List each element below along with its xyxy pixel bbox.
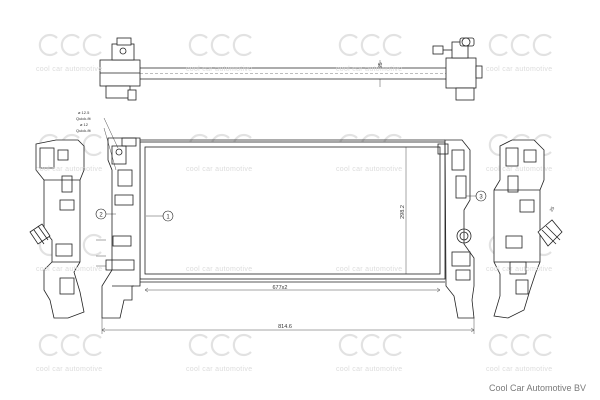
watermark-logo	[188, 333, 252, 357]
left-side-view	[29, 139, 85, 319]
watermark-logo	[38, 33, 102, 57]
svg-text:2: 2	[99, 212, 103, 218]
watermark-logo	[338, 33, 402, 57]
top-right-fitting	[432, 37, 483, 101]
watermark-logo	[488, 333, 552, 357]
dim-overall-width: 814.6	[278, 324, 292, 330]
dim-core-width: 677x2	[273, 285, 288, 291]
svg-text:3: 3	[479, 194, 483, 200]
top-left-fitting	[99, 37, 141, 101]
watermark-logo	[38, 333, 102, 357]
right-tank	[437, 139, 475, 319]
note-quickfit-1: ø 12.5	[78, 110, 90, 115]
callout-left-tank: 2	[95, 208, 107, 220]
front-view	[96, 117, 476, 334]
radiator-core	[139, 141, 446, 280]
brand-footer: Cool Car Automotive BV	[488, 383, 586, 393]
note-quickfit-2: ø 12	[80, 122, 89, 127]
callout-right-tank: 3	[475, 190, 487, 202]
dim-outlet-diameter: 25	[549, 205, 556, 212]
top-view	[99, 37, 483, 101]
watermark-logo	[488, 33, 552, 57]
dim-core-height: 298.2	[400, 205, 406, 219]
watermark-logo	[338, 333, 402, 357]
watermark-logo	[188, 33, 252, 57]
svg-text:1: 1	[166, 214, 170, 220]
callout-core: 1	[162, 210, 174, 222]
left-tank	[101, 137, 141, 319]
dim-inlet-tube: 25	[378, 62, 384, 68]
note-quickfit-2-sub: Quick-fit	[76, 128, 92, 133]
right-side-view	[493, 139, 563, 319]
note-quickfit-1-sub: Quick-fit	[76, 116, 92, 121]
